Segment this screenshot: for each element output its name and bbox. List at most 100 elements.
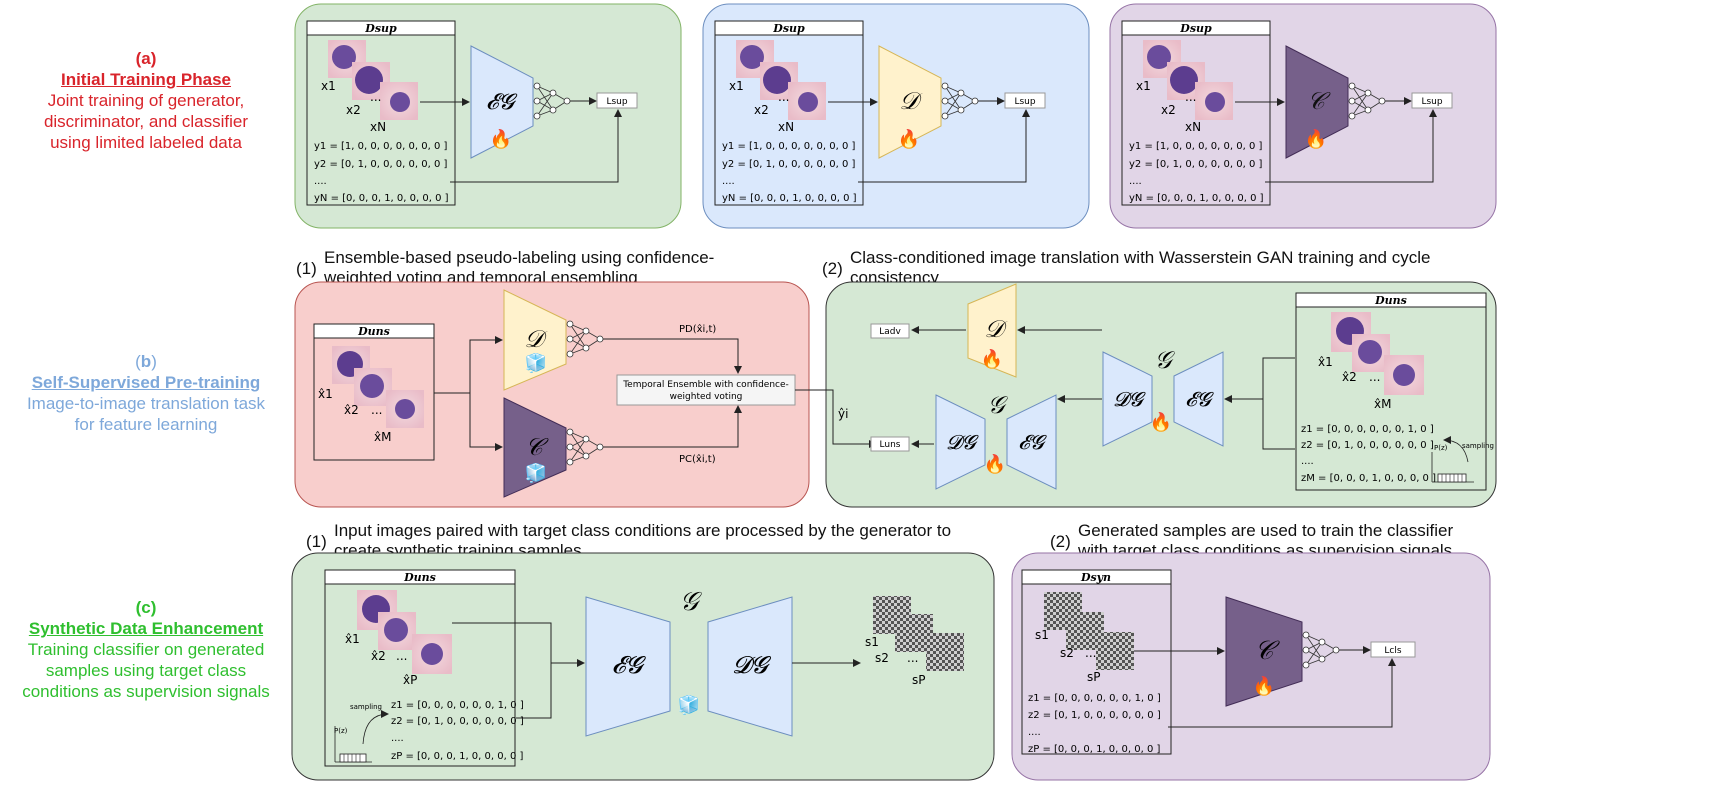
b2-decoder-bottom-symbol: 𝓓𝓖 — [946, 430, 979, 454]
c1-s2: s2 — [875, 651, 889, 665]
b1-pc-label: PC(x̂i,t) — [679, 453, 716, 465]
a3-mlp-icon — [1348, 82, 1386, 120]
a2-y1: y1 = [1, 0, 0, 0, 0, 0, 0, 0 ] — [722, 141, 855, 152]
b2-zdots: .... — [1301, 456, 1314, 467]
c2-label-arrow — [1168, 658, 1396, 728]
a3-classifier — [1285, 45, 1349, 159]
phase-b-title: Self-Supervised Pre-training — [31, 373, 261, 392]
b2-loss-uns-label: Luns — [880, 440, 901, 450]
a2-label-arrow — [858, 109, 1030, 183]
step-c2-number: (2) — [1050, 532, 1071, 551]
b1-arrow-pc — [603, 405, 742, 448]
a1-label-arrow — [450, 109, 622, 183]
b2-encoder-g-top — [1173, 351, 1224, 447]
a2-xN: xN — [778, 120, 794, 134]
a2-y2: y2 = [0, 1, 0, 0, 0, 0, 0, 0 ] — [722, 159, 855, 170]
a1-yN: yN = [0, 0, 0, 1, 0, 0, 0, 0 ] — [314, 193, 449, 204]
b2-loss-adv-box — [870, 323, 910, 339]
a3-loss-box — [1411, 92, 1453, 109]
c1-zP: zP = [0, 0, 0, 1, 0, 0, 0, 0 ] — [391, 751, 523, 762]
a2-x2: x2 — [754, 103, 769, 117]
a3-yN: yN = [0, 0, 0, 1, 0, 0, 0, 0 ] — [1129, 193, 1264, 204]
a3-y2: y2 = [0, 1, 0, 0, 0, 0, 0, 0 ] — [1129, 159, 1262, 170]
a3-ellipsis: ... — [1185, 90, 1196, 104]
c1-line-conditions — [516, 663, 552, 719]
a1-x2: x2 — [346, 103, 361, 117]
a2-dataset-box: Dsup — [714, 20, 864, 206]
b1-cls-ice-icon: 🧊 — [525, 462, 547, 484]
a2-ellipsis: ... — [778, 90, 789, 104]
b1-cell-images — [332, 346, 424, 428]
b1-arrow-to-disc — [469, 336, 503, 393]
c1-generator-symbol: 𝒢 — [680, 587, 703, 617]
phase-a-desc-1: Joint training of generator, — [47, 91, 245, 110]
b2-dataset-label: Duns — [1374, 294, 1407, 307]
phase-b-desc-1: Image-to-image translation task — [26, 394, 266, 413]
b1-x1: x̂1 — [318, 387, 333, 401]
b2-loss-adv-label: Ladv — [879, 327, 901, 337]
b2-sampling-label: sampling — [1462, 442, 1494, 450]
b1-arrow-to-cls — [469, 393, 503, 451]
a3-x1: x1 — [1136, 79, 1151, 93]
a1-encoder-symbol: 𝓔𝓖 — [486, 90, 518, 115]
c2-z2: z2 = [0, 1, 0, 0, 0, 0, 0, 0 ] — [1028, 710, 1161, 721]
a3-dataset-label: Dsup — [1179, 22, 1212, 35]
a3-label-arrow — [1265, 109, 1437, 183]
a3-ydots: .... — [1129, 176, 1142, 187]
step-b1-number: (1) — [296, 259, 317, 278]
a3-cell-images — [1143, 40, 1233, 120]
b1-arrow-pd — [603, 338, 742, 374]
c1-sampling-label: sampling — [350, 703, 382, 711]
c1-sampling-icon — [334, 710, 389, 763]
c1-line-images — [452, 622, 552, 663]
a1-dataset-label: Dsup — [364, 22, 397, 35]
a2-discriminator — [878, 45, 942, 159]
phase-c-title: Synthetic Data Enhancement — [28, 619, 264, 638]
a3-dataset-box: Dsup — [1121, 20, 1271, 206]
c1-xP: x̂P — [403, 673, 417, 687]
c2-loss-box — [1370, 641, 1416, 658]
step-b2-number: (2) — [822, 259, 843, 278]
c1-x1: x̂1 — [345, 632, 360, 646]
a2-fire-icon: 🔥 — [898, 128, 920, 150]
c1-dataset-label: Duns — [403, 571, 436, 584]
c1-ellipsis: ... — [396, 649, 407, 663]
a1-cell-images — [328, 40, 418, 120]
b1-x2: x̂2 — [344, 403, 359, 417]
b2-ellipsis: ... — [1369, 370, 1380, 384]
c2-zP: zP = [0, 0, 0, 1, 0, 0, 0, 0 ] — [1028, 744, 1160, 755]
c1-encoder-g — [585, 596, 671, 737]
b2-encoder-bottom-symbol: 𝓔𝓖 — [1018, 430, 1047, 454]
b2-xM: x̂M — [1374, 397, 1391, 411]
phase-c-desc-1: Training classifier on generated — [27, 640, 265, 659]
phase-b-label: (b) Self-Supervised Pre-training Image-t… — [0, 351, 292, 435]
a3-loss-label: Lsup — [1421, 97, 1442, 107]
a2-cell-images — [736, 40, 826, 120]
a2-ydots: .... — [722, 176, 735, 187]
phase-a-desc-3: using limited labeled data — [50, 133, 242, 152]
c2-s1: s1 — [1035, 628, 1049, 642]
a3-y1: y1 = [1, 0, 0, 0, 0, 0, 0, 0 ] — [1129, 141, 1262, 152]
b2-generator-bottom-symbol: 𝒢 — [987, 391, 1008, 419]
c2-s-ellipsis: ... — [1085, 646, 1096, 660]
b2-data-bracket — [1262, 357, 1295, 450]
c2-dataset-label: Dsyn — [1080, 571, 1111, 584]
c1-z1: z1 = [0, 0, 0, 0, 0, 0, 1, 0 ] — [391, 700, 524, 711]
b2-z1: z1 = [0, 0, 0, 0, 0, 0, 1, 0 ] — [1301, 424, 1434, 435]
b2-cell-images — [1331, 312, 1424, 395]
phase-b-desc-2: for feature learning — [74, 415, 218, 434]
a2-loss-label: Lsup — [1014, 97, 1035, 107]
a2-mlp-icon — [941, 82, 979, 120]
a3-fire-icon: 🔥 — [1305, 128, 1327, 150]
c1-encoder-symbol: 𝓔𝓖 — [612, 651, 647, 679]
b2-z2: z2 = [0, 1, 0, 0, 0, 0, 0, 0 ] — [1301, 440, 1434, 451]
c1-s-ellipsis: ... — [907, 651, 918, 665]
a1-fire-icon: 🔥 — [490, 128, 512, 150]
c2-loss-label: Lcls — [1384, 646, 1401, 656]
c1-zdots: .... — [391, 733, 404, 744]
c1-s1: s1 — [865, 635, 879, 649]
b1-discriminator — [503, 289, 567, 391]
a2-yN: yN = [0, 0, 0, 1, 0, 0, 0, 0 ] — [722, 193, 857, 204]
